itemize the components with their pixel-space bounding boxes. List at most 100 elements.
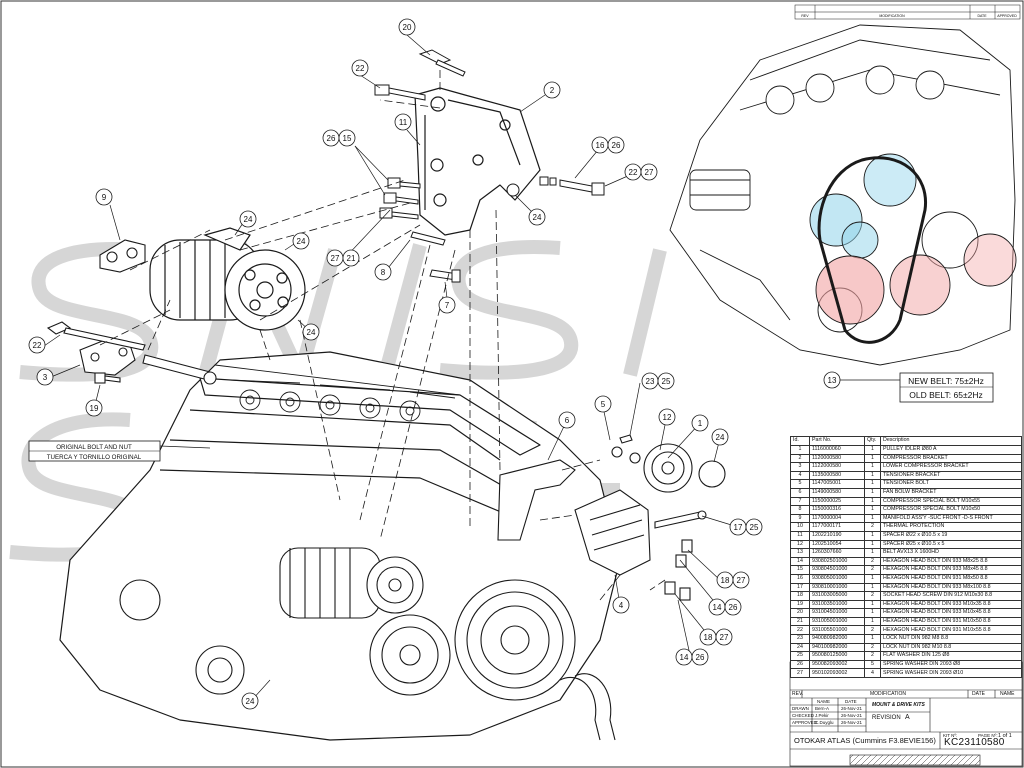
row-description: HEXAGON HEAD BOLT DIN 931 M8x50 8.8 — [880, 573, 1022, 584]
assembly-lines — [99, 70, 666, 601]
checked-name: J.Pekir — [815, 713, 829, 718]
hose — [559, 673, 616, 741]
row-description: LOWER COMPRESSOR BRACKET — [880, 462, 1022, 472]
callout-9: 9 — [102, 193, 107, 202]
callout-14: 14 — [713, 603, 722, 612]
approved-name: C.Duyglu — [815, 720, 834, 725]
callout-27: 27 — [720, 633, 729, 642]
row-description: HEXAGON HEAD BOLT DIN 933 M8x100 8.8 — [880, 582, 1022, 593]
callout-11: 11 — [399, 118, 408, 127]
top-bolts — [374, 49, 605, 283]
row-qty: 1 — [864, 445, 881, 455]
callout-18: 18 — [704, 633, 713, 642]
header-part-no: Part No. — [809, 436, 865, 446]
page-value: 1 of 1 — [998, 733, 1012, 739]
row-qty: 1 — [864, 530, 881, 541]
callout-26: 26 — [729, 603, 738, 612]
row-id: 24 — [790, 642, 810, 653]
row-id: 1 — [790, 445, 810, 455]
row-part-no: 930810001000 — [809, 582, 865, 593]
row-qty: 2 — [864, 591, 881, 601]
row-id: 15 — [790, 565, 810, 575]
callout-26: 26 — [696, 653, 705, 662]
callout-25: 25 — [662, 377, 671, 386]
row-id: 16 — [790, 573, 810, 584]
row-part-no: 931003501000 — [809, 599, 865, 610]
title-name-label: NAME — [1000, 691, 1015, 697]
col-date-label: DATE — [845, 699, 857, 704]
approved-date: 26-Nov-21 — [841, 720, 863, 725]
row-part-no: 940080982000 — [809, 634, 865, 644]
callout-2: 2 — [550, 86, 555, 95]
row-qty: 2 — [864, 625, 881, 636]
strip-rev-label: REV — [801, 14, 809, 18]
drawn-date: 26-Nov-21 — [841, 706, 863, 711]
original-bolt-en: ORIGINAL BOLT AND NUT — [56, 444, 132, 451]
row-qty: 2 — [864, 565, 881, 575]
row-id: 21 — [790, 616, 810, 627]
row-description: FLAT WASHER DIN 125 Ø8 — [880, 651, 1022, 661]
row-id: 17 — [790, 582, 810, 593]
row-qty: 1 — [864, 548, 881, 558]
row-id: 19 — [790, 599, 810, 610]
row-id: 20 — [790, 608, 810, 618]
strip-modification-label: MODIFICATION — [879, 14, 905, 18]
row-part-no: 1149000580 — [809, 487, 865, 498]
row-description: THERMAL PROTECTION — [880, 522, 1022, 532]
row-qty: 2 — [864, 556, 881, 567]
row-qty: 1 — [864, 608, 881, 618]
row-qty: 1 — [864, 634, 881, 644]
belt-highlight — [809, 153, 1017, 344]
table-header-row: Id. Part No. Qty. Description — [790, 436, 1022, 446]
callout-13: 13 — [828, 376, 837, 385]
col-name-label: NAME — [817, 699, 831, 704]
row-part-no: 1116000060 — [809, 445, 865, 455]
row-qty: 1 — [864, 513, 881, 524]
row-part-no: 1150000316 — [809, 505, 865, 515]
row-description: COMPRESSOR SPECIAL BOLT M10x50 — [880, 505, 1022, 515]
row-qty: 1 — [864, 582, 881, 593]
callout-12: 12 — [663, 413, 672, 422]
row-description: SPACER Ø25 x Ø10.5 x 5 — [880, 539, 1022, 550]
row-description: BELT AVX13 X 1600HD — [880, 548, 1022, 558]
title-rev-label: REV. — [792, 691, 804, 697]
tensioner-assembly — [497, 434, 726, 601]
row-description: TENSIONER BRACKET — [880, 470, 1022, 481]
revision-label: REVISION — [872, 715, 901, 721]
callout-22: 22 — [629, 168, 638, 177]
kits-label: MOUNT & DRIVE KITS — [872, 702, 925, 708]
row-part-no: 1147005001 — [809, 479, 865, 489]
installed-compressor — [279, 547, 424, 619]
row-description: SPRING WASHER DIN 2093 Ø8 — [880, 659, 1022, 670]
row-qty: 2 — [864, 651, 881, 661]
row-qty: 1 — [864, 487, 881, 498]
row-qty: 5 — [864, 659, 881, 670]
callout-27: 27 — [331, 254, 340, 263]
row-id: 13 — [790, 548, 810, 558]
row-id: 6 — [790, 487, 810, 498]
row-id: 14 — [790, 556, 810, 567]
callout-18: 18 — [721, 576, 730, 585]
row-part-no: 930802501000 — [809, 556, 865, 567]
row-part-no: 1122000580 — [809, 462, 865, 472]
row-qty: 1 — [864, 453, 881, 464]
header-id: Id. — [790, 436, 810, 446]
